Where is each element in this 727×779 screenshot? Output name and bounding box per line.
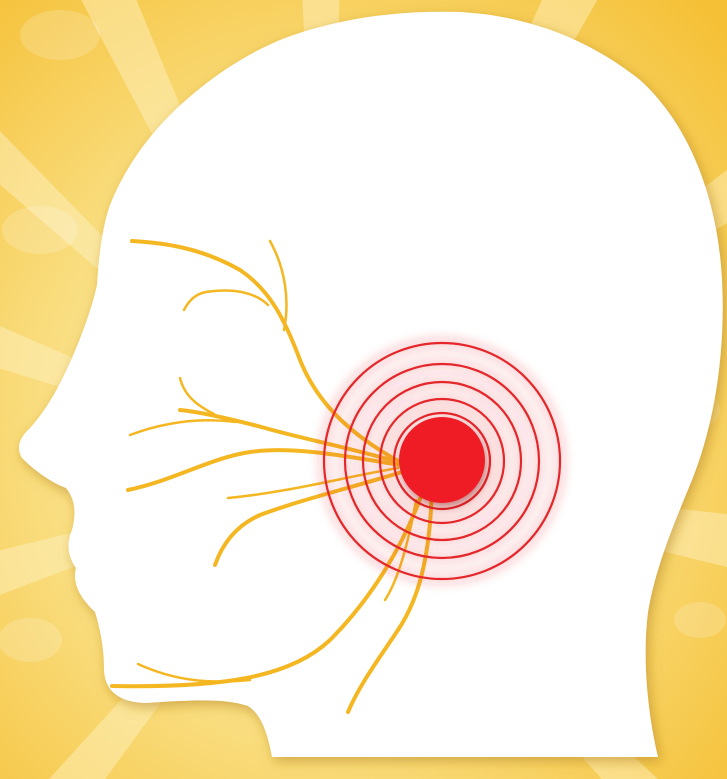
pain-core <box>399 417 485 503</box>
